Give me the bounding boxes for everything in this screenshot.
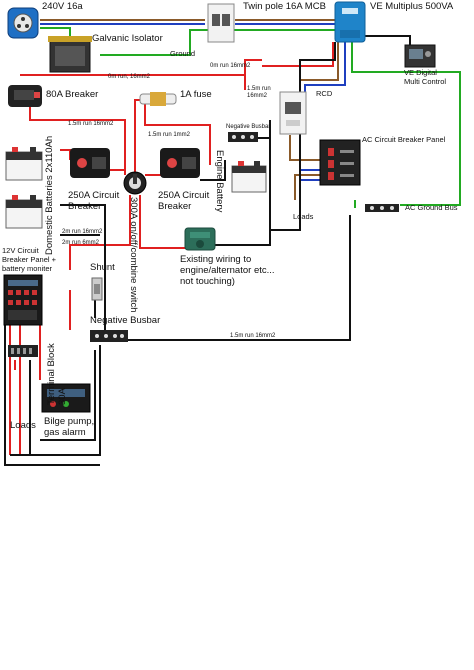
breaker-250a-left-line-2: Breaker [68,201,101,212]
digital-control-line-1: VE Digital [404,68,437,77]
engine-icon [184,227,216,251]
terminal-block-line-2: 30A [57,387,68,405]
ground-label: Ground [170,49,195,58]
breaker-80a-label: 80A Breaker [46,89,98,100]
engine-battery-label: Engine Battery [214,150,225,213]
ac-ground-bus-label: AC Ground Bus [405,203,458,212]
negative-busbar-top-label: Negative Busbar [226,124,270,130]
run-label-r7: 2m run 6mm2 [62,240,100,246]
dc-panel-line-1: 12V Circuit [2,246,40,255]
dc-panel-line-2: Breaker Panel + [2,255,57,264]
run-label-r4: 1.5m run 16mm2 [247,86,272,99]
ac-breaker-panel-label: AC Circuit Breaker Panel [362,135,446,144]
existing-wiring-line-3: not touching) [180,276,235,287]
rcd-label: RCD [316,89,333,98]
breaker-250a-left-icon [70,148,110,178]
loads-ac-label: Loads [293,212,314,221]
negative-busbar-bottom-label: Negative Busbar [90,315,160,326]
terminal-block-line-1: Terminal Block [46,343,57,405]
run-r4-line-1: 1.5m run [247,86,271,92]
shunt-label: Shunt [90,262,115,273]
breaker-250a-right-icon [160,148,200,178]
shore-power-label: 240V 16a [42,1,83,12]
shunt-icon [91,277,103,301]
bilge-label: Bilge pump, gas alarm [44,416,97,438]
multiplus-inverter-icon [334,1,366,43]
breaker-80a-icon [8,85,42,107]
negative-busbar-bottom-icon [90,330,128,342]
mcb-icon [207,3,235,43]
bilge-line-1: Bilge pump, [44,416,94,427]
bilge-alarm-panel-icon [41,383,91,413]
rcd-icon [279,91,307,135]
loads-dc-label: Loads [10,420,36,431]
terminal-block-icon [8,345,38,357]
breaker-250a-left-line-1: 250A Circuit [68,190,120,201]
digital-multi-control-icon [404,44,436,68]
run-label-r1: 0m run, 16mm2 [108,74,151,80]
mcb-label: Twin pole 16A MCB [243,1,326,12]
run-r4-line-2: 16mm2 [247,93,268,99]
run-label-r2: 1.5m run 16mm2 [68,121,114,127]
combine-switch-icon [123,171,147,195]
negative-busbar-top-icon [228,132,258,142]
fuse-1a-label: 1A fuse [180,89,212,100]
breaker-250a-left-label: 250A Circuit Breaker [68,190,122,212]
run-label-r8: 1.5m run 16mm2 [230,333,276,339]
switch-300a-label: 300A on/off/combine switch [128,197,139,312]
fuse-1a-icon [139,92,177,106]
digital-control-label: VE Digital Multi Control [404,68,446,86]
domestic-battery-icon [5,147,43,181]
existing-wiring-line-1: Existing wiring to [180,254,251,265]
breaker-250a-right-label: 250A Circuit Breaker [158,190,212,212]
galvanic-isolator-icon [48,36,92,73]
domestic-batteries-label: Domestic Batteries 2x110Ah [44,136,55,255]
digital-control-line-2: Multi Control [404,77,446,86]
run-label-r3: 1.5m run 1mm2 [148,132,191,138]
galvanic-isolator-label: Galvanic Isolator [92,33,163,44]
run-label-r5: 0m run 16mm2 [210,63,251,69]
engine-battery-icon [231,161,267,193]
multiplus-label: VE Multiplus 500VA [370,1,454,12]
existing-wiring-line-2: engine/alternator etc... [180,265,275,276]
ac-breaker-panel-icon [319,139,361,186]
dc-panel-line-3: battery moniter [2,264,53,273]
ac-ground-bus-icon [365,204,399,212]
bilge-line-2: gas alarm [44,427,86,438]
domestic-battery-icon [5,195,43,229]
shore-power-plug-icon [7,7,39,39]
terminal-block-label: Terminal Block 30A [46,341,68,405]
run-label-r6: 2m run 16mm2 [62,229,103,235]
breaker-250a-right-line-2: Breaker [158,201,191,212]
dc-panel-label: 12V Circuit Breaker Panel + battery moni… [2,246,58,273]
breaker-250a-right-line-1: 250A Circuit [158,190,210,201]
existing-wiring-label: Existing wiring to engine/alternator etc… [180,254,277,287]
dc-breaker-panel-icon [3,274,43,326]
